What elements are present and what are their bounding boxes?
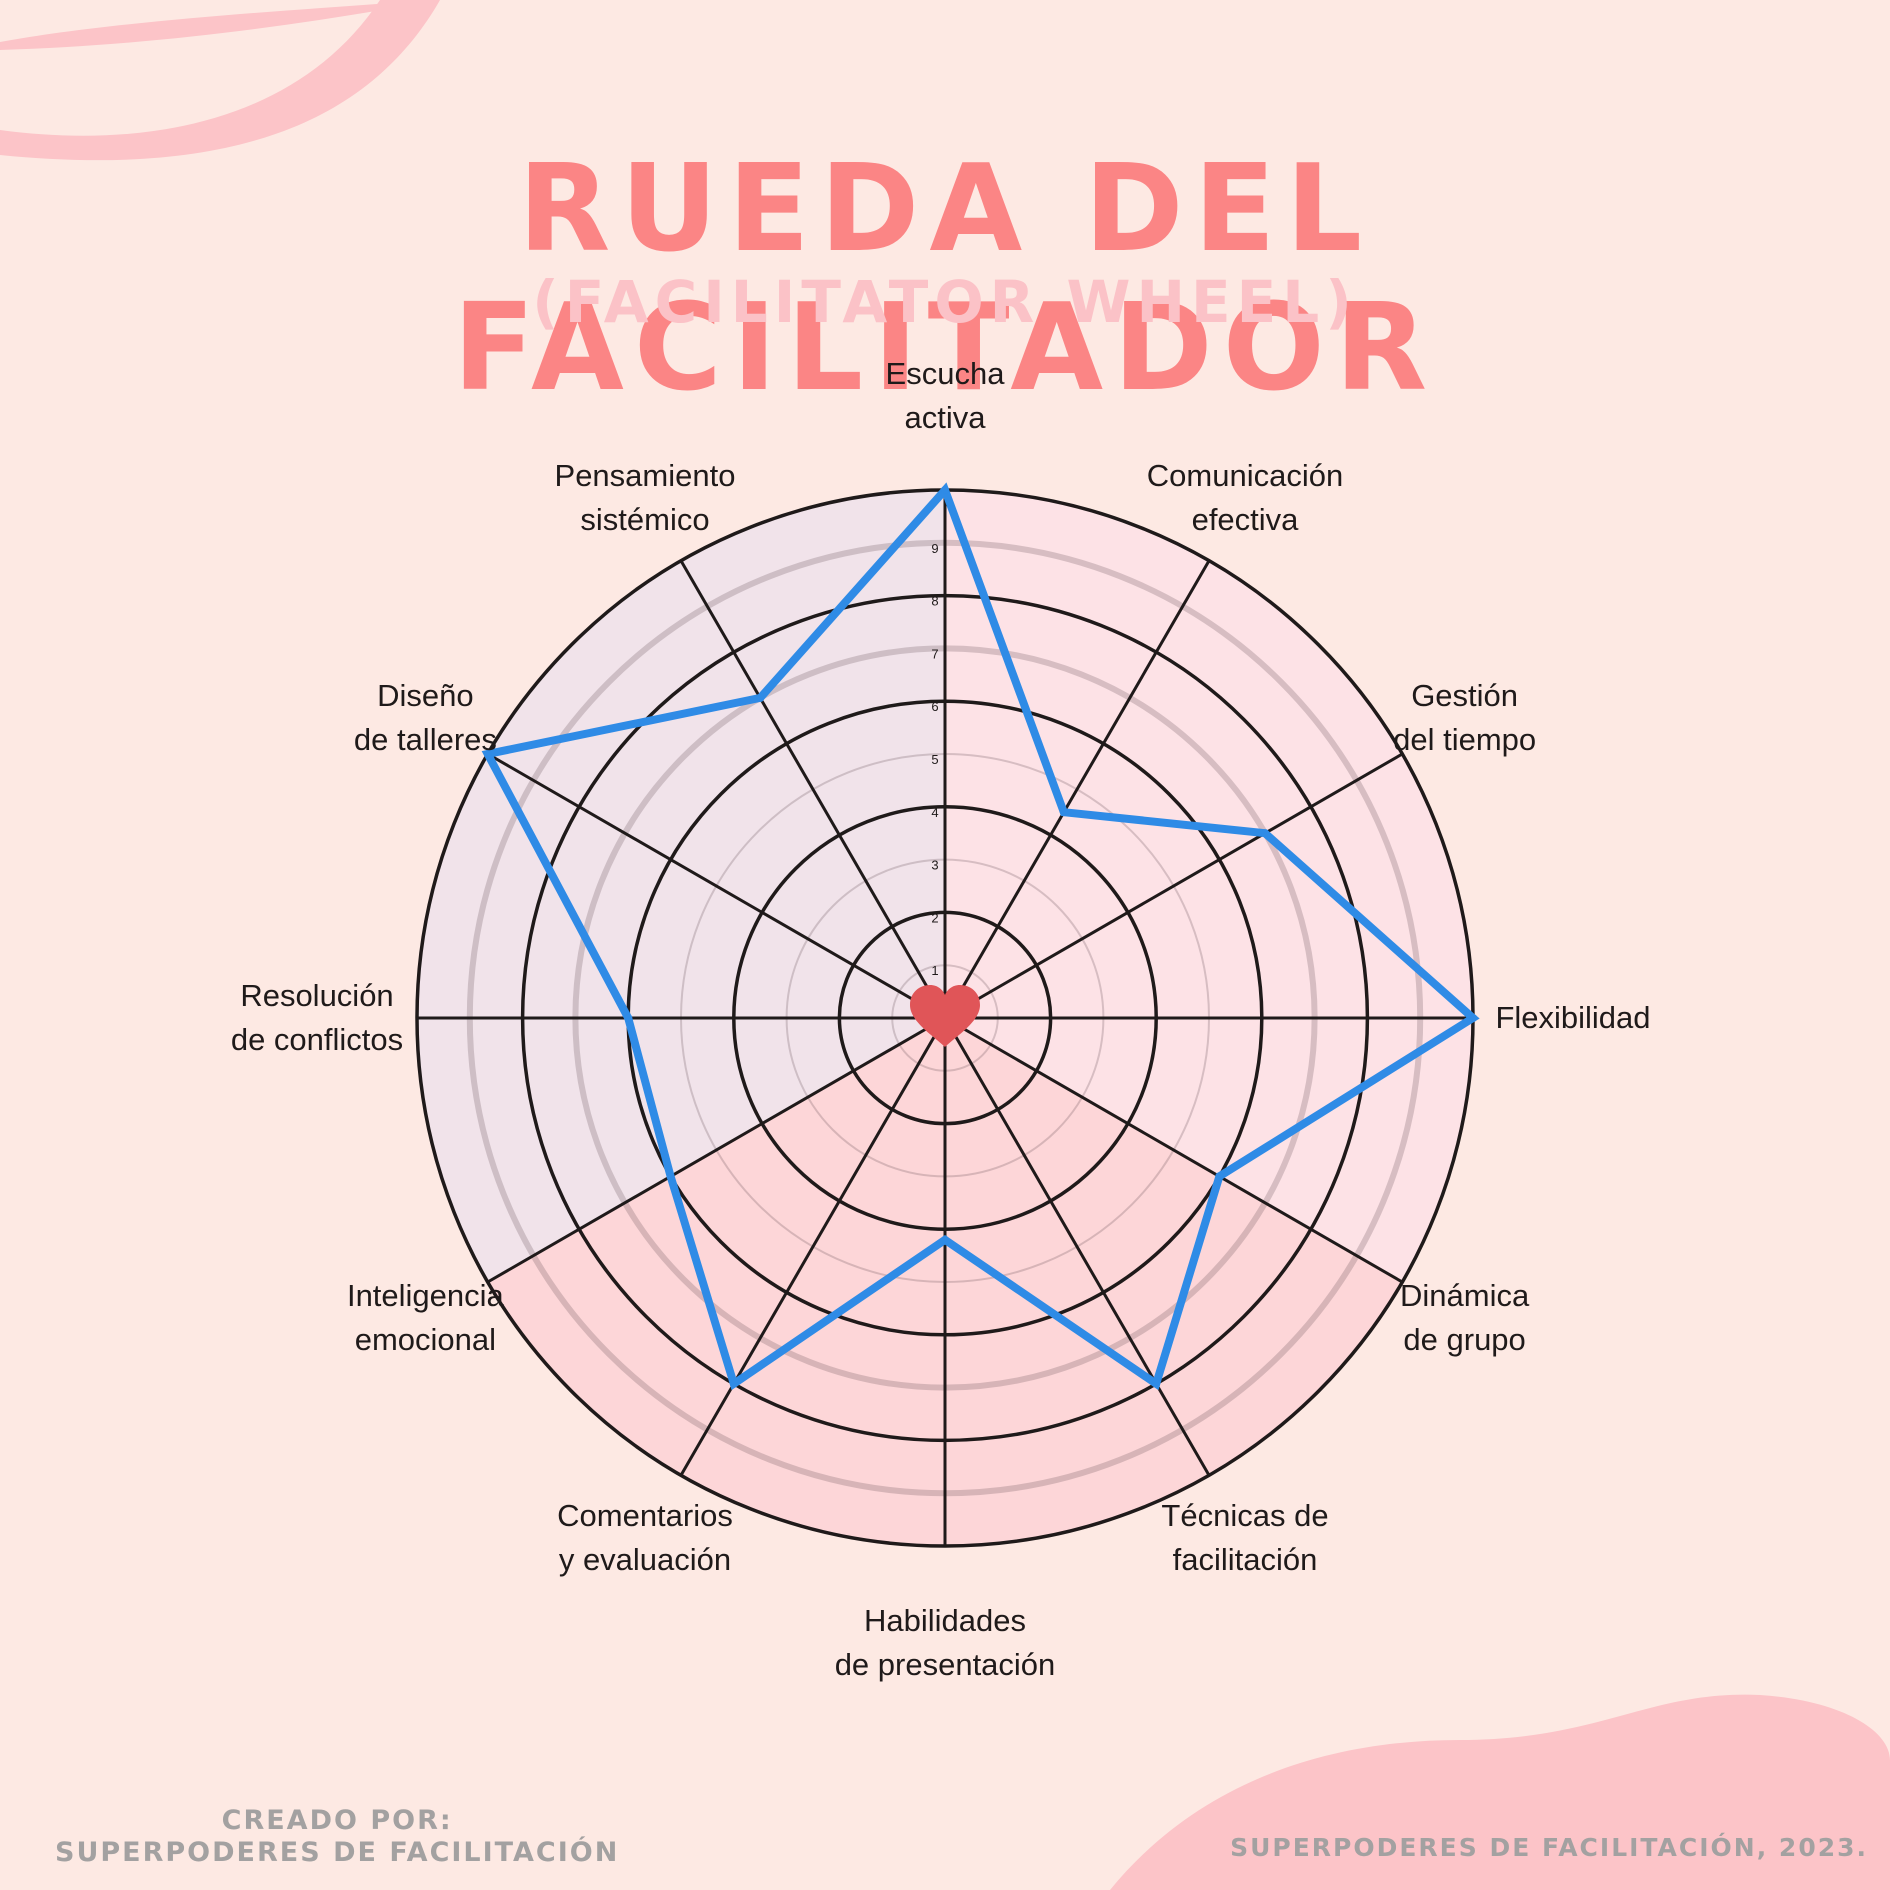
axis-label-line: Gestión: [1411, 678, 1519, 713]
axis-label-line: y evaluación: [558, 1541, 732, 1577]
spoke: [943, 559, 1211, 1019]
tick-label: 9: [931, 541, 938, 556]
spoke: [486, 1016, 946, 1284]
axis-label: Gestión del tiempo: [1315, 674, 1615, 762]
data-point: [666, 1172, 675, 1181]
credit-label: CREADO POR:: [221, 1805, 453, 1836]
spoke: [944, 1016, 1404, 1284]
tick-label: 3: [931, 858, 938, 873]
credit-name: SUPERPODERES DE FACILITACIÓN: [55, 1837, 620, 1868]
wheel-spokes: [417, 490, 1473, 1546]
axis-label: Comunicación efectiva: [1095, 454, 1395, 542]
heart-icon: [910, 985, 980, 1047]
axis-label-line: emocional: [354, 1322, 497, 1357]
axis-label: Habilidades de presentación: [795, 1599, 1095, 1687]
spoke: [486, 752, 946, 1020]
copyright-text: SUPERPODERES DE FACILITACIÓN, 2023.: [1230, 1833, 1868, 1862]
tick-label: 8: [931, 594, 938, 609]
tick-label: 7: [931, 646, 938, 661]
axis-label: Técnicas de facilitación: [1095, 1494, 1395, 1582]
axis-label: Pensamiento sistémico: [495, 454, 795, 542]
data-point: [483, 750, 492, 758]
axis-label-line: Diseño: [377, 678, 474, 713]
axis-label-line: Pensamiento: [554, 458, 736, 494]
axis-label-line: de talleres: [353, 722, 497, 757]
axis-label-line: Inteligencia: [346, 1278, 504, 1313]
axis-label-line: Técnicas de: [1161, 1497, 1329, 1533]
axis-label-line: Escucha: [885, 356, 1005, 391]
data-point: [756, 693, 765, 702]
axis-label: Escucha activa: [795, 352, 1095, 440]
credit-block: CREADO POR: SUPERPODERES DE FACILITACIÓN: [55, 1805, 619, 1869]
axis-label-line: sistémico: [580, 502, 710, 538]
tick-label: 5: [931, 752, 938, 767]
spoke: [679, 559, 947, 1019]
tick-label: 4: [931, 805, 938, 820]
axis-label-line: Flexibilidad: [1495, 1000, 1651, 1035]
axis-label: Inteligencia emocional: [275, 1274, 575, 1362]
axis-label-line: activa: [904, 400, 986, 435]
data-point: [941, 1235, 949, 1244]
series-layer: [481, 482, 1480, 1391]
decor-wave-top-left-2: [0, 0, 440, 161]
spoke: [944, 752, 1404, 1020]
data-point: [1152, 1379, 1161, 1388]
axis-label-line: efectiva: [1191, 502, 1299, 538]
axis-label-line: Comunicación: [1146, 458, 1344, 494]
axis-label-line: de conflictos: [230, 1022, 404, 1057]
spoke: [679, 1017, 947, 1477]
page-title: RUEDA DEL FACILITADOR: [452, 140, 1438, 418]
axis-label-line: de presentación: [834, 1647, 1056, 1682]
data-point: [624, 1014, 633, 1022]
data-point: [941, 486, 949, 494]
axis-label-line: Resolución: [240, 978, 394, 1013]
axis-label-line: de grupo: [1403, 1322, 1526, 1357]
sector-lavender: [416, 490, 945, 1282]
sector-pink: [945, 490, 1473, 1282]
radial-tick-labels: 1 2 3 4 5 6 7 8 9: [931, 541, 938, 978]
data-point: [1059, 808, 1068, 817]
axis-label: Resolución de conflictos: [167, 974, 467, 1062]
data-point: [1215, 1172, 1224, 1181]
axis-label: Dinámica de grupo: [1315, 1274, 1615, 1362]
tick-label: 2: [931, 910, 938, 925]
data-point: [1469, 1014, 1477, 1022]
tick-label: 6: [931, 699, 938, 714]
tick-label: 1: [931, 963, 938, 978]
axis-label-line: Habilidades: [864, 1603, 1026, 1638]
axis-label: Comentarios y evaluación: [495, 1494, 795, 1582]
data-point: [729, 1379, 738, 1388]
axis-label: Flexibilidad: [1423, 996, 1723, 1040]
axis-label-line: Dinámica: [1400, 1278, 1530, 1313]
axis-label: Diseño de talleres: [275, 674, 575, 762]
page-subtitle: (FACILITATOR WHEEL): [532, 268, 1358, 336]
decor-wave-top-left: [0, 0, 440, 50]
decor-blob-bottom-right: [1110, 1694, 1890, 1890]
data-point: [1261, 829, 1270, 838]
spoke: [943, 1017, 1211, 1477]
axis-label-line: facilitación: [1172, 1541, 1318, 1577]
axis-label-line: Comentarios: [557, 1497, 733, 1533]
axis-label-line: del tiempo: [1393, 722, 1537, 757]
